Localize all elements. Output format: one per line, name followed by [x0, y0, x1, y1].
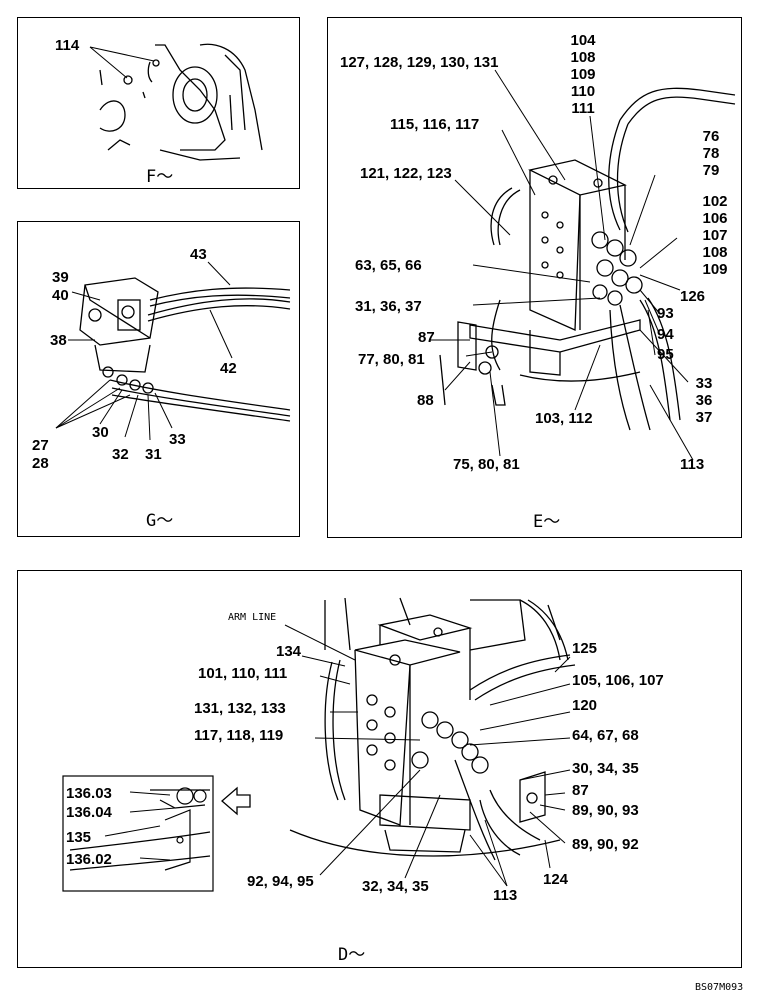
callout-stack-33: 33 36 37 — [690, 375, 718, 426]
callout-114: 114 — [55, 37, 80, 54]
footer-code: BS07M093 — [695, 982, 744, 993]
callout-88: 88 — [417, 392, 434, 409]
callout-89-90-92: 89, 90, 92 — [572, 836, 639, 853]
callout-121-123: 121, 122, 123 — [360, 165, 452, 182]
callout-75-80-81: 75, 80, 81 — [453, 456, 520, 473]
callout-30: 30 — [92, 424, 109, 441]
callout-36-e: 36 — [695, 392, 713, 409]
callout-76: 76 — [702, 128, 720, 145]
callout-64-67-68: 64, 67, 68 — [572, 727, 639, 744]
callout-109: 109 — [570, 66, 596, 83]
callout-stack-102: 102 106 107 108 109 — [694, 193, 736, 278]
view-label-f: F～ — [146, 167, 174, 187]
callout-105-106-107: 105, 106, 107 — [572, 672, 664, 689]
callout-131-132-133: 131, 132, 133 — [194, 700, 286, 717]
panel-view-e — [327, 17, 742, 538]
callout-43: 43 — [190, 246, 207, 263]
callout-108-b: 108 — [702, 244, 728, 261]
callout-107: 107 — [702, 227, 728, 244]
callout-33: 33 — [169, 431, 186, 448]
callout-113-e: 113 — [680, 456, 705, 473]
callout-79: 79 — [702, 162, 720, 179]
callout-109-b: 109 — [702, 261, 728, 278]
callout-127-131: 127, 128, 129, 130, 131 — [340, 54, 499, 71]
callout-92-94-95: 92, 94, 95 — [247, 873, 314, 890]
callout-63-66: 63, 65, 66 — [355, 257, 422, 274]
callout-117-118-119: 117, 118, 119 — [194, 727, 284, 744]
view-label-d: D～ — [338, 945, 366, 965]
callout-102: 102 — [702, 193, 728, 210]
arm-line-label: ARM LINE — [228, 612, 277, 623]
callout-103-112: 103, 112 — [535, 410, 593, 427]
callout-93: 93 — [657, 305, 674, 322]
callout-39: 39 — [52, 269, 69, 286]
callout-113-d: 113 — [493, 887, 518, 904]
callout-126: 126 — [680, 288, 706, 305]
callout-32: 32 — [112, 446, 129, 463]
callout-124: 124 — [543, 871, 569, 888]
callout-32-34-35: 32, 34, 35 — [362, 878, 429, 895]
callout-77-80-81: 77, 80, 81 — [358, 351, 425, 368]
callout-106: 106 — [702, 210, 728, 227]
callout-94: 94 — [657, 326, 674, 343]
callout-28: 28 — [32, 455, 49, 472]
callout-115-117: 115, 116, 117 — [390, 116, 480, 133]
callout-111: 111 — [571, 100, 595, 117]
callout-108: 108 — [570, 49, 596, 66]
panel-view-g — [17, 221, 300, 537]
callout-136-02: 136.02 — [66, 851, 112, 868]
callout-125: 125 — [572, 640, 598, 657]
callout-135: 135 — [66, 829, 92, 846]
callout-120: 120 — [572, 697, 598, 714]
callout-stack-76: 76 78 79 — [694, 128, 728, 179]
callout-136-03: 136.03 — [66, 785, 112, 802]
inset-arrow-icon — [221, 786, 251, 816]
callout-31-36-37: 31, 36, 37 — [355, 298, 422, 315]
callout-78: 78 — [702, 145, 720, 162]
callout-87-d: 87 — [572, 782, 589, 799]
view-label-e: E～ — [533, 512, 561, 532]
callout-38: 38 — [50, 332, 67, 349]
callout-27: 27 — [32, 437, 49, 454]
callout-110: 110 — [570, 83, 596, 100]
callout-104: 104 — [570, 32, 596, 49]
view-label-g: G～ — [146, 511, 174, 531]
callout-37-e: 37 — [695, 409, 713, 426]
callout-89-90-93: 89, 90, 93 — [572, 802, 639, 819]
callout-42: 42 — [220, 360, 237, 377]
callout-33-e: 33 — [695, 375, 713, 392]
callout-87-e: 87 — [418, 329, 435, 346]
callout-stack-104: 104 108 109 110 111 — [563, 32, 603, 117]
callout-40: 40 — [52, 287, 69, 304]
callout-95: 95 — [657, 346, 674, 363]
callout-30-34-35: 30, 34, 35 — [572, 760, 639, 777]
callout-136-04: 136.04 — [66, 804, 112, 821]
callout-31: 31 — [145, 446, 162, 463]
callout-134: 134 — [276, 643, 302, 660]
callout-101-110-111: 101, 110, 111 — [198, 665, 288, 682]
